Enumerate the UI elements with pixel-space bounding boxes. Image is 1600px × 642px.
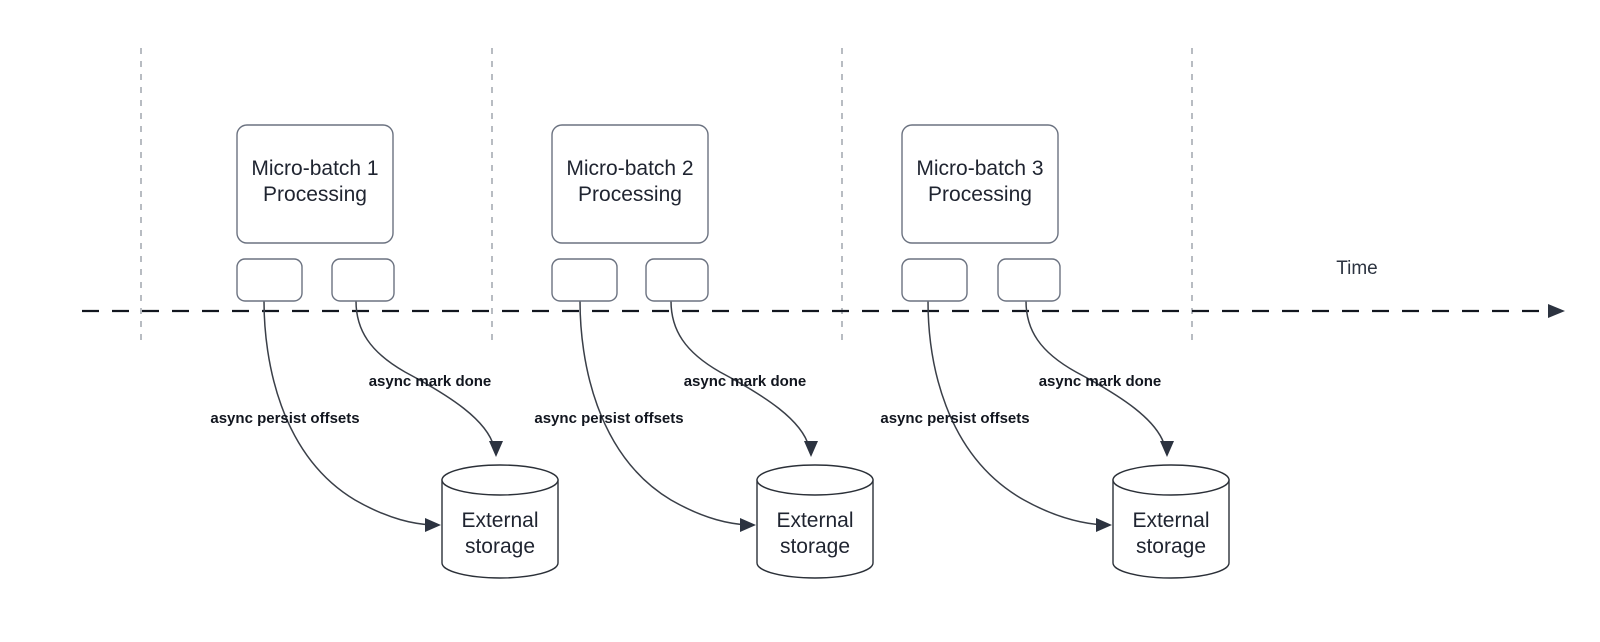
- micro-batch-box-3[interactable]: [901, 124, 1059, 244]
- time-axis-arrowhead-icon: [1548, 304, 1565, 318]
- persist-offsets-edge-arrowhead-icon-2: [740, 518, 756, 532]
- persist-offsets-edge-label-3: async persist offsets: [880, 410, 1029, 427]
- micro-batch-label-line2-3: Processing: [928, 183, 1032, 206]
- mark-done-edge-2: [670, 300, 810, 448]
- external-storage-cylinder-body-1[interactable]: [441, 479, 559, 579]
- micro-batch-label-line2-2: Processing: [578, 183, 682, 206]
- flow-edges: [263, 300, 1174, 532]
- persist-offsets-edge-arrowhead-icon-3: [1096, 518, 1112, 532]
- external-storage-label-line1-1: External: [461, 509, 538, 532]
- timeline-axis: Time: [82, 258, 1565, 318]
- task-box-left-1[interactable]: [236, 258, 303, 302]
- external-storage-cylinder-top-3: [1112, 464, 1230, 496]
- time-axis-label: Time: [1336, 258, 1378, 279]
- edge-labels: async persist offsets async mark done asyn…: [210, 373, 1161, 427]
- timeline-dividers: [140, 48, 1193, 340]
- mark-done-edge-label-3: async mark done: [1039, 373, 1162, 390]
- mark-done-edge-3: [1025, 300, 1166, 448]
- external-storage-label-line2-3: storage: [1136, 535, 1206, 558]
- task-box-left-2[interactable]: [551, 258, 618, 302]
- mark-done-edge-label-2: async mark done: [684, 373, 807, 390]
- external-storage-label-line1-2: External: [776, 509, 853, 532]
- micro-batch-label-line1-3: Micro-batch 3: [916, 157, 1043, 180]
- task-box-right-1[interactable]: [331, 258, 395, 302]
- task-box-right-3[interactable]: [997, 258, 1061, 302]
- persist-offsets-edge-2: [579, 300, 749, 526]
- persist-offsets-edge-3: [927, 300, 1105, 526]
- mark-done-edge-arrowhead-icon-1: [489, 441, 503, 457]
- persist-offsets-edge-label-1: async persist offsets: [210, 410, 359, 427]
- mark-done-edge-label-1: async mark done: [369, 373, 492, 390]
- external-storage-label-line2-1: storage: [465, 535, 535, 558]
- external-storage-cylinder-body-3[interactable]: [1112, 479, 1230, 579]
- external-storage-cylinder-top-2: [756, 464, 874, 496]
- group-3-edges: [927, 300, 1174, 532]
- group-2-edges: [579, 300, 818, 532]
- persist-offsets-edge-label-2: async persist offsets: [534, 410, 683, 427]
- mark-done-edge-1: [355, 300, 495, 448]
- mark-done-edge-arrowhead-icon-3: [1160, 441, 1174, 457]
- diagram-nodes: Micro-batch 1ProcessingExternalstorageMi…: [236, 124, 1230, 579]
- external-storage-cylinder-top-1: [441, 464, 559, 496]
- micro-batch-label-line1-1: Micro-batch 1: [251, 157, 378, 180]
- micro-batch-box-2[interactable]: [551, 124, 709, 244]
- micro-batch-box-1[interactable]: [236, 124, 394, 244]
- persist-offsets-edge-arrowhead-icon-1: [425, 518, 441, 532]
- task-box-left-3[interactable]: [901, 258, 968, 302]
- group-1-edges: [263, 300, 503, 532]
- mark-done-edge-arrowhead-icon-2: [804, 441, 818, 457]
- external-storage-label-line1-3: External: [1132, 509, 1209, 532]
- micro-batch-label-line1-2: Micro-batch 2: [566, 157, 693, 180]
- task-box-right-2[interactable]: [645, 258, 709, 302]
- persist-offsets-edge-1: [263, 300, 433, 526]
- external-storage-label-line2-2: storage: [780, 535, 850, 558]
- micro-batch-label-line2-1: Processing: [263, 183, 367, 206]
- external-storage-cylinder-body-2[interactable]: [756, 479, 874, 579]
